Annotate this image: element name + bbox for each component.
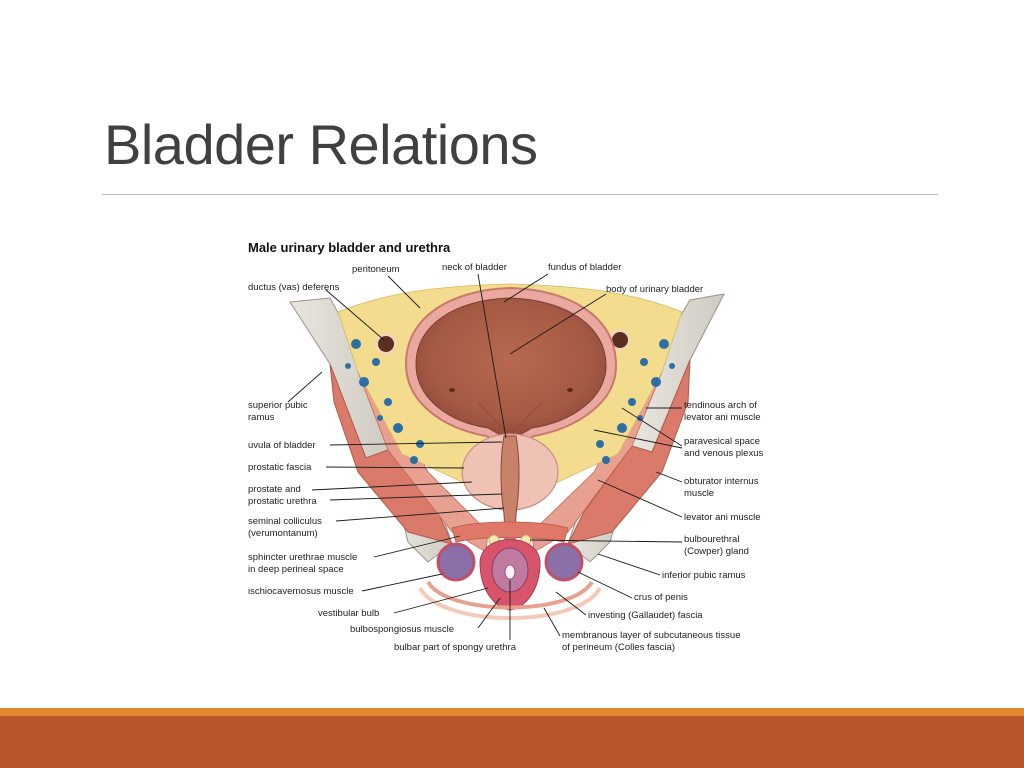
label-neck-of-bladder: neck of bladder (442, 262, 507, 273)
label-prostatic-fascia: prostatic fascia (248, 462, 312, 473)
anatomy-figure: Male urinary bladder and urethra (238, 232, 786, 660)
label-ductus-deferens: ductus (vas) deferens (248, 282, 340, 293)
spongy-urethra (504, 564, 516, 580)
label-bulbar-urethra: bulbar part of spongy urethra (394, 642, 517, 653)
label-peritoneum: peritoneum (352, 264, 400, 275)
label-superior-pubic-ramus-2: ramus (248, 412, 275, 423)
label-sphincter-2: in deep perineal space (248, 564, 344, 575)
label-bulbourethral-2: (Cowper) gland (684, 546, 749, 557)
label-bulbourethral-1: bulbourethral (684, 534, 739, 545)
title-divider (102, 194, 938, 195)
label-levator-ani: levator ani muscle (684, 512, 761, 523)
label-paravesical-2: and venous plexus (684, 448, 763, 459)
label-seminal-colliculus-1: seminal colliculus (248, 516, 322, 527)
label-paravesical-1: paravesical space (684, 436, 760, 447)
label-seminal-colliculus-2: (verumontanum) (248, 528, 318, 539)
label-obturator-2: muscle (684, 488, 714, 499)
slide-title: Bladder Relations (104, 113, 538, 176)
label-membranous-layer-1: membranous layer of subcutaneous tissue (562, 630, 741, 641)
label-prostate-1: prostate and (248, 484, 301, 495)
label-superior-pubic-ramus-1: superior pubic (248, 400, 308, 411)
label-fundus-of-bladder: fundus of bladder (548, 262, 621, 273)
label-bulbospongiosus: bulbospongiosus muscle (350, 624, 454, 635)
label-body-of-urinary-bladder: body of urinary bladder (606, 284, 703, 295)
label-tendinous-arch-2: levator ani muscle (684, 412, 761, 423)
label-uvula-of-bladder: uvula of bladder (248, 440, 316, 451)
footer-band (0, 716, 1024, 768)
label-crus-of-penis: crus of penis (634, 592, 688, 603)
venous-plexus (345, 339, 675, 464)
label-tendinous-arch-1: tendinous arch of (684, 400, 757, 411)
sphincter-urethrae (451, 521, 569, 543)
left-crus-of-penis (436, 542, 476, 582)
label-obturator-1: obturator internus (684, 476, 759, 487)
label-sphincter-1: sphincter urethrae muscle (248, 552, 357, 563)
label-prostate-2: prostatic urethra (248, 496, 317, 507)
right-crus-of-penis (544, 542, 584, 582)
figure-title: Male urinary bladder and urethra (248, 240, 451, 255)
left-vas-deferens (376, 334, 396, 354)
label-vestibular-bulb: vestibular bulb (318, 608, 379, 619)
bladder-diagram: Male urinary bladder and urethra (248, 240, 763, 653)
label-inferior-pubic-ramus: inferior pubic ramus (662, 570, 746, 581)
footer-accent-bar (0, 708, 1024, 716)
bladder-lumen (415, 297, 607, 437)
label-membranous-layer-2: of perineum (Colles fascia) (562, 642, 675, 653)
label-investing-fascia: investing (Gallaudet) fascia (588, 610, 703, 621)
label-ischiocavernosus: ischiocavernosus muscle (248, 586, 354, 597)
